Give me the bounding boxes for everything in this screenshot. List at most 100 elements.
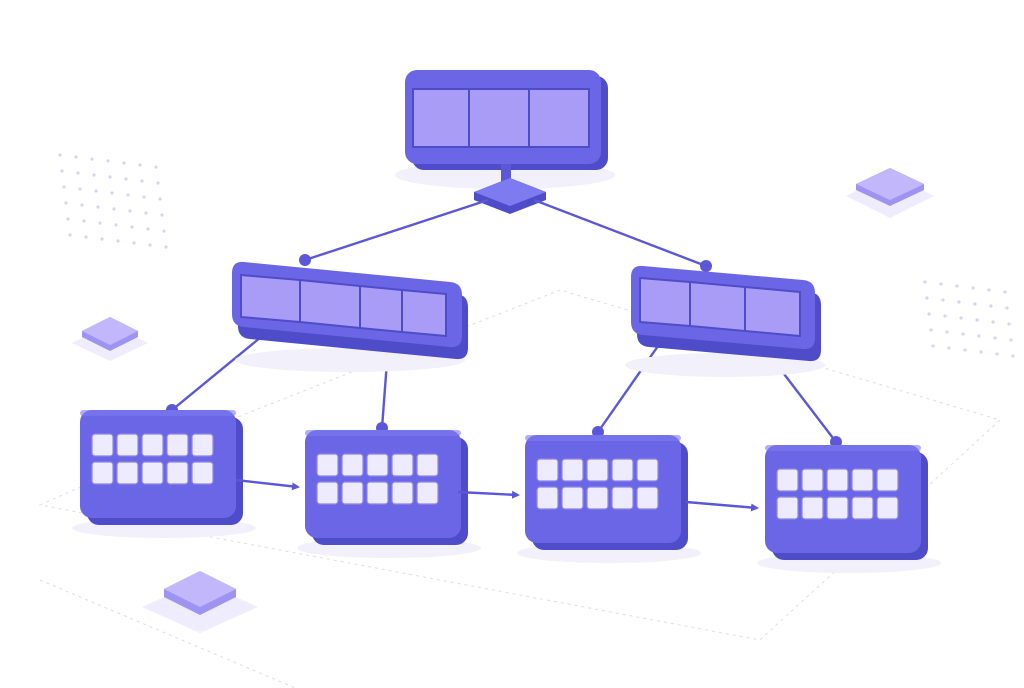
decor-dot: [108, 175, 112, 179]
decor-dot: [140, 179, 144, 183]
leaf-level: [72, 410, 941, 573]
leaf-key-cell: [341, 481, 364, 505]
decor-dot: [927, 312, 931, 316]
decor-dot: [945, 330, 949, 334]
leaf-key-cell: [826, 468, 849, 492]
decor-dot: [973, 302, 977, 306]
leaf-key-cell: [876, 496, 899, 520]
root-node-keys: [412, 88, 590, 148]
leaf-key-cell: [166, 433, 189, 457]
decor-dot: [1005, 306, 1009, 310]
root-key-cell: [412, 88, 470, 148]
leaf-node-2: [297, 430, 481, 558]
decor-dot: [142, 195, 146, 199]
decor-dot: [1009, 338, 1013, 342]
leaf-key-cell: [561, 486, 584, 510]
decor-dot: [961, 332, 965, 336]
decor-dot: [128, 209, 132, 213]
decor-dot: [122, 161, 126, 165]
floating-tile-bottom-left: [142, 571, 258, 633]
decor-dot: [110, 191, 114, 195]
edge-root-to-internal-right: [533, 198, 707, 268]
decor-dot: [94, 189, 98, 193]
root-node: [395, 70, 615, 214]
internal-left-keys: [240, 273, 447, 338]
leaf-key-cell: [586, 486, 609, 510]
decor-dot: [1003, 290, 1007, 294]
decor-dot: [148, 243, 152, 247]
decor-dot: [96, 205, 100, 209]
edge-internal-left-to-leaf-1: [171, 327, 273, 411]
decor-dot: [74, 155, 78, 159]
decor-dot: [931, 344, 935, 348]
decor-dot: [987, 288, 991, 292]
decor-dot: [130, 225, 134, 229]
internal-left-key-cell: [401, 288, 447, 338]
leaf-key-cell: [776, 496, 799, 520]
decor-dot: [144, 211, 148, 215]
decor-dot: [943, 314, 947, 318]
leaf-key-cell: [116, 433, 139, 457]
decor-dot: [941, 298, 945, 302]
leaf-key-cell: [776, 468, 799, 492]
decor-dot: [76, 171, 80, 175]
decor-dot: [975, 318, 979, 322]
decor-dot: [90, 157, 94, 161]
leaf-key-cell: [366, 481, 389, 505]
root-key-cell: [528, 88, 590, 148]
decor-dot: [66, 217, 70, 221]
decor-dot: [989, 304, 993, 308]
leaf-key-cell: [801, 468, 824, 492]
leaf-key-cell: [536, 486, 559, 510]
decor-dot: [78, 187, 82, 191]
internal-node-right: [625, 265, 825, 377]
decor-dot: [963, 348, 967, 352]
leaf-key-cell: [366, 453, 389, 477]
decor-dot: [991, 320, 995, 324]
decor-dot: [959, 316, 963, 320]
decor-dot: [98, 221, 102, 225]
leaf-key-cell: [636, 458, 659, 482]
link-leaf-1-to-leaf-2: [235, 478, 300, 491]
leaf-key-cell: [416, 481, 439, 505]
decor-dot: [957, 300, 961, 304]
decor-dot: [132, 241, 136, 245]
decor-dot: [124, 177, 128, 181]
decor-dot: [939, 282, 943, 286]
leaf-node-3: [517, 435, 701, 563]
decor-dot: [60, 169, 64, 173]
leaf-key-cell: [316, 481, 339, 505]
decor-dot: [929, 328, 933, 332]
decor-dot: [68, 233, 72, 237]
internal-right-keys: [639, 276, 801, 338]
floating-tile-top-right: [846, 168, 934, 218]
leaf-key-cell: [191, 461, 214, 485]
decor-dot: [106, 159, 110, 163]
decor-dot: [947, 346, 951, 350]
leaf-key-cell: [561, 458, 584, 482]
leaf-key-cell: [341, 453, 364, 477]
leaf-key-cell: [636, 486, 659, 510]
leaf-key-cell: [801, 496, 824, 520]
decor-dot: [84, 235, 88, 239]
decor-dot: [64, 201, 68, 205]
leaf-key-cell: [316, 453, 339, 477]
leaf-key-cell: [91, 461, 114, 485]
leaf-key-cell: [851, 468, 874, 492]
decor-dot: [164, 245, 168, 249]
leaf-key-cell: [141, 433, 164, 457]
decor-dot: [138, 163, 142, 167]
leaf-key-cell: [166, 461, 189, 485]
decor-dot: [156, 181, 160, 185]
decor-dot: [114, 223, 118, 227]
decor-dot: [80, 203, 84, 207]
leaf-key-cell: [536, 458, 559, 482]
dot-grid-left: [58, 153, 168, 249]
edge-root-to-internal-left: [304, 198, 489, 262]
background-decor: [38, 153, 1015, 688]
decor-dot: [955, 284, 959, 288]
decor-dot: [160, 213, 164, 217]
decor-dot: [971, 286, 975, 290]
floating-tile-left: [72, 317, 148, 361]
